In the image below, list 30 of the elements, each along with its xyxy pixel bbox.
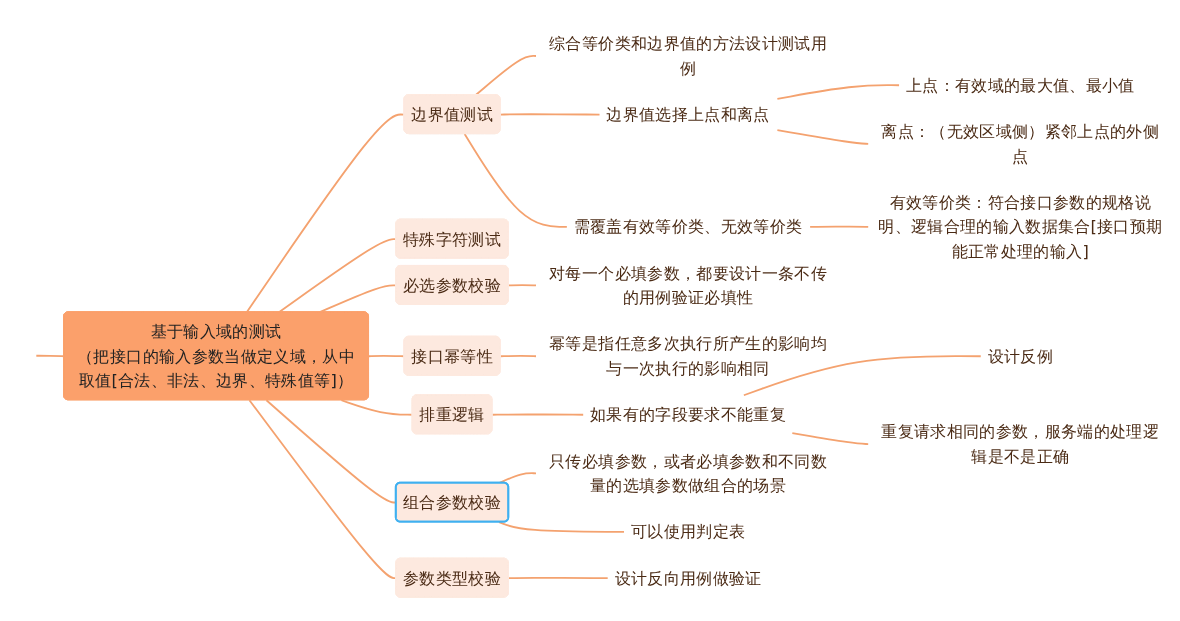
node-text: 离点：（无效区域侧）紧邻上点的外侧点 [881,121,1160,166]
connector [791,432,870,445]
connector [474,55,537,96]
connector [742,355,982,397]
connector [491,413,585,416]
connector [498,472,537,484]
connector [340,399,414,416]
node-text: 设计反例 [987,346,1053,366]
connector [507,284,537,287]
node-text: 对每一个必填参数，都要设计一条不传的用例验证必填性 [549,263,827,307]
connector [499,355,537,358]
connector [776,84,900,100]
node-text: 上点：有效域的最大值、最小值 [905,75,1135,95]
node-text: 有效等价类：符合接口参数的规格说明、逻辑合理的输入数据集合[接口预期能正常处理的输入] [878,192,1163,261]
node-text: 设计反向用例做验证 [614,568,762,588]
connector [35,354,65,358]
connector [776,129,870,145]
connector [463,133,568,228]
node-text: 综合等价类和边界值的方法设计测试用例 [549,33,827,78]
connector [499,113,601,116]
node-text: 重复请求相同的参数，服务端的处理逻辑是不是正确 [881,421,1160,466]
node-text: 如果有的字段要求不能重复 [590,404,787,424]
connector [498,521,625,533]
node-text: 只传必填参数，或者必填参数和不同数量的选填参数做组合的场景 [549,451,827,495]
node-text: 需覆盖有效等价类、无效等价类 [573,216,803,236]
connector [809,225,870,228]
node-text: 可以使用判定表 [630,521,746,541]
node-text: 边界值选择上点和离点 [606,104,770,124]
connector [507,576,609,580]
node-text: 幂等是指任意多次执行所产生的影响均与一次执行的影响相同 [549,333,827,378]
